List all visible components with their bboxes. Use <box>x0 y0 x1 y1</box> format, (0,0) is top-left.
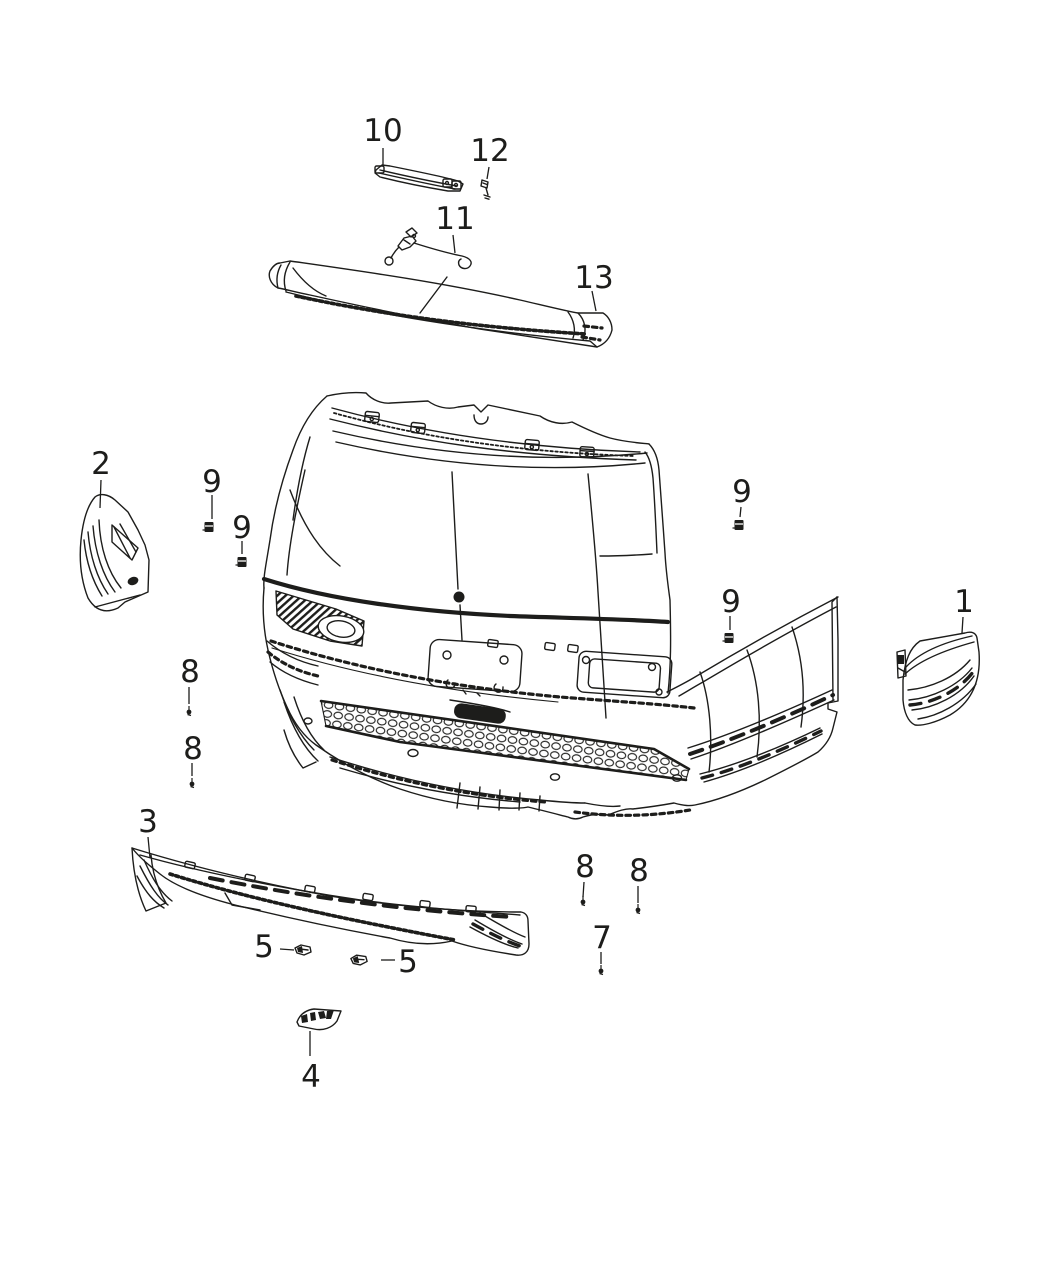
callout-1: 1 <box>954 584 974 620</box>
callout-8b: 8 <box>183 731 203 767</box>
callout-9a: 9 <box>202 464 222 500</box>
callout-5a: 5 <box>254 929 274 965</box>
left-applique-part <box>79 493 150 612</box>
callout-8a: 8 <box>180 654 200 690</box>
callout-5b: 5 <box>398 944 418 980</box>
clip-5-parts <box>294 944 369 967</box>
callout-labels: 10 12 11 13 2 9 9 9 9 1 8 8 3 8 8 7 5 5 … <box>91 113 974 1095</box>
screw-12-part <box>480 179 491 200</box>
callout-9c: 9 <box>732 474 752 510</box>
callout-9d: 9 <box>721 584 741 620</box>
callout-leader-lines <box>99 148 964 1056</box>
nameplate-part <box>296 1008 342 1031</box>
spoiler-part <box>268 260 613 348</box>
callout-2: 2 <box>91 446 111 482</box>
lower-valance-part <box>131 847 530 956</box>
liftgate-fascia-assembly <box>261 391 839 820</box>
stop-lamp-part <box>374 164 464 192</box>
callout-7: 7 <box>592 920 612 956</box>
washer-hose-part <box>384 227 472 270</box>
callout-8d: 8 <box>629 853 649 889</box>
callout-12: 12 <box>470 133 509 169</box>
right-applique-part <box>896 631 980 726</box>
clip-9-parts <box>201 519 745 644</box>
callout-9b: 9 <box>232 510 252 546</box>
callout-3: 3 <box>138 804 158 840</box>
callout-13: 13 <box>574 260 613 296</box>
callout-11: 11 <box>435 201 474 237</box>
callout-10: 10 <box>363 113 402 149</box>
callout-8c: 8 <box>575 849 595 885</box>
callout-4: 4 <box>301 1059 321 1095</box>
